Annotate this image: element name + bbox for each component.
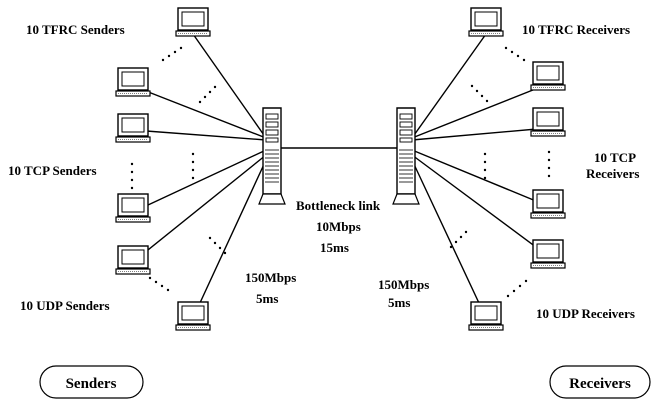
left-router-icon [258, 107, 286, 205]
computer-icon [468, 7, 504, 37]
computer-icon [530, 239, 566, 269]
right-access-bandwidth: 150Mbps [378, 277, 429, 292]
ellipsis-senders-udp-diag [148, 276, 170, 292]
receivers-pill-label: Receivers [569, 376, 631, 392]
label-tfrc-receivers: 10 TFRC Receivers [522, 22, 630, 37]
receivers-pill: Receivers [549, 365, 651, 399]
computer-icon [115, 113, 151, 143]
ellipsis-senders-tcp-lines [191, 152, 195, 180]
link-receiver-1 [411, 33, 487, 139]
ellipsis-receivers-tcp-lines [483, 152, 487, 180]
ellipsis-senders-tfrc-diag [161, 46, 183, 62]
link-receiver-5 [411, 154, 549, 257]
link-sender-1 [192, 33, 267, 139]
left-access-delay: 5ms [256, 291, 278, 306]
link-receiver-4 [411, 149, 549, 207]
ellipsis-receivers-udp-lines [449, 230, 468, 249]
link-sender-2 [132, 85, 267, 139]
computer-icon [468, 301, 504, 331]
right-access-delay: 5ms [388, 295, 410, 310]
bottleneck-delay: 15ms [320, 240, 349, 255]
computer-icon [115, 67, 151, 97]
ellipsis-receivers-tfrc-lines [470, 84, 489, 103]
computer-icon [115, 245, 151, 275]
senders-pill: Senders [39, 365, 144, 399]
computer-icon [530, 107, 566, 137]
ellipsis-receivers-tcp-col [547, 150, 551, 178]
label-tcp-senders: 10 TCP Senders [8, 163, 97, 178]
receiver-links [411, 33, 549, 319]
label-tcp-receivers-line2: Receivers [586, 166, 639, 181]
link-sender-3 [132, 129, 267, 141]
computer-icon [175, 301, 211, 331]
link-receiver-3 [411, 127, 549, 141]
label-udp-receivers: 10 UDP Receivers [536, 306, 635, 321]
link-sender-4 [132, 149, 267, 213]
sender-hosts [115, 7, 211, 331]
computer-icon [175, 7, 211, 37]
bottleneck-bandwidth: 10Mbps [316, 219, 361, 234]
computer-icon [115, 193, 151, 223]
computer-icon [530, 61, 566, 91]
sender-links [132, 33, 267, 319]
ellipsis-receivers-tfrc-diag [504, 46, 526, 62]
ellipsis-receivers-udp-diag [506, 279, 528, 298]
link-receiver-2 [411, 83, 549, 139]
label-udp-senders: 10 UDP Senders [20, 298, 110, 313]
link-receiver-6 [411, 159, 487, 319]
link-sender-5 [132, 154, 267, 263]
right-router-icon [392, 107, 420, 205]
computer-icon [530, 189, 566, 219]
left-access-bandwidth: 150Mbps [245, 270, 296, 285]
ellipsis-dots [130, 46, 551, 298]
senders-pill-label: Senders [66, 376, 117, 392]
ellipsis-senders-udp-lines [208, 236, 227, 255]
ellipsis-senders-tfrc-lines [198, 85, 217, 104]
ellipsis-senders-tcp-col [130, 162, 134, 190]
label-tfrc-senders: 10 TFRC Senders [26, 22, 125, 37]
link-sender-6 [192, 159, 267, 319]
label-tcp-receivers-line1: 10 TCP [594, 150, 636, 165]
bottleneck-title: Bottleneck link [296, 198, 381, 213]
